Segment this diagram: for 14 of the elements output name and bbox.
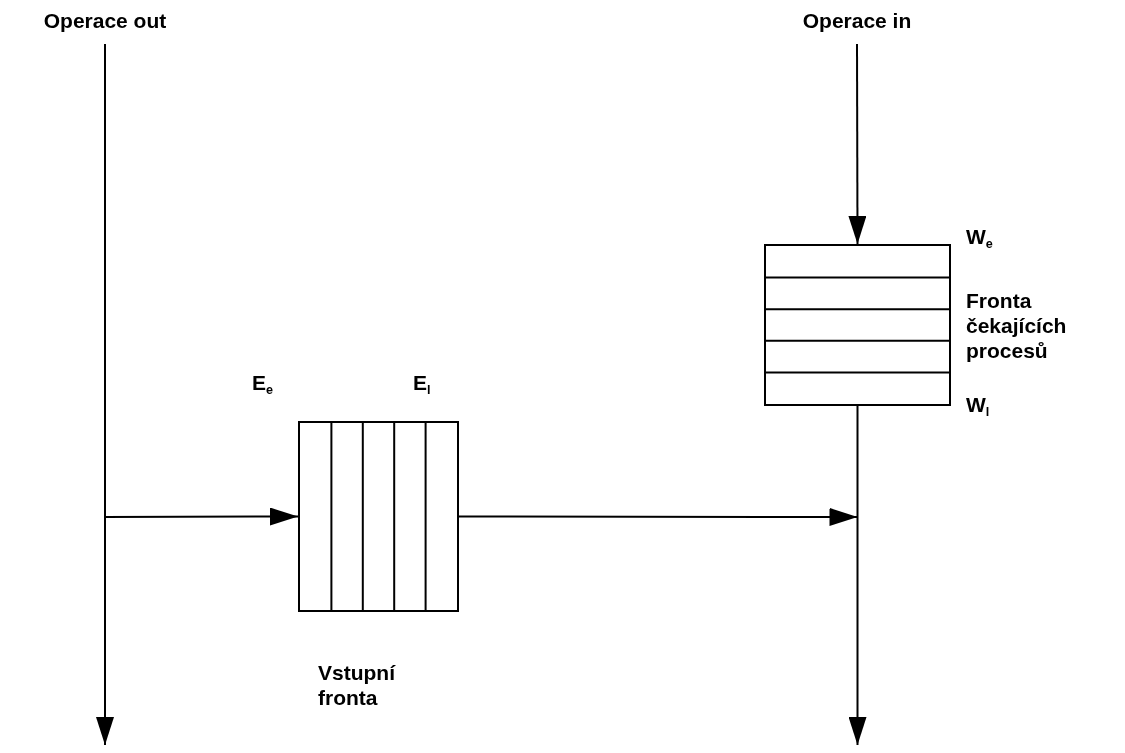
queue-label: Fronta čekajících procesů [966, 288, 1068, 364]
queue-label: Vstupní fronta [318, 660, 397, 711]
flow-label: Operace in [772, 8, 942, 44]
pointer-label: E$_{l}$ [413, 370, 431, 399]
arrow [848, 405, 867, 746]
flow-label: Operace out [20, 8, 190, 44]
pointer-label: W$_{e}$ [966, 224, 993, 253]
queue-box [298, 421, 459, 612]
arrow [848, 43, 867, 245]
pointer-label: W$_{l}$ [966, 392, 990, 421]
arrow [104, 43, 299, 526]
pointer-label: E$_{e}$ [252, 370, 274, 399]
queue-box [764, 244, 951, 406]
arrow [458, 507, 859, 526]
